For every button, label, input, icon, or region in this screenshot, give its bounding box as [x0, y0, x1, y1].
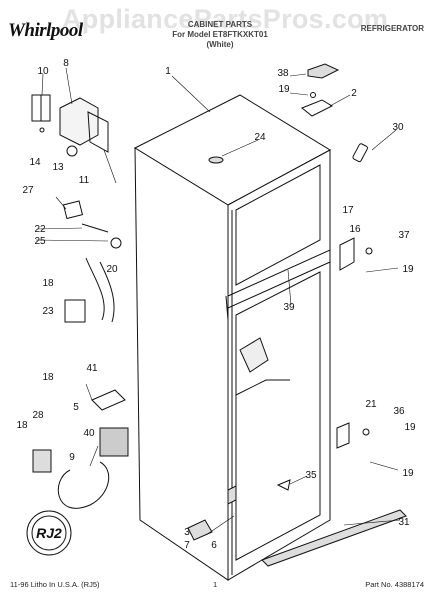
- part-35-hinge-pin: [352, 143, 368, 163]
- callout-number: 17: [342, 205, 354, 216]
- callout-number: 7: [184, 540, 190, 551]
- part-21-wiring: [85, 257, 105, 321]
- part-31-cover: [32, 449, 52, 473]
- callout-number: 11: [79, 175, 90, 186]
- callout-number: 23: [42, 306, 54, 317]
- callout-number: 24: [254, 132, 266, 143]
- part-25-bracket: [64, 299, 86, 323]
- part-19-screw-top: [310, 92, 316, 98]
- model-line: For Model ET8FTKXKT01: [172, 30, 268, 39]
- callout-number: 31: [398, 517, 410, 528]
- footer-page: 1: [213, 580, 218, 589]
- callout-number: 16: [349, 224, 361, 235]
- part-16-hinge: [339, 237, 355, 271]
- part-9-power-cord: [57, 461, 110, 509]
- part-14-screw: [39, 127, 45, 133]
- category-label: REFRIGERATOR: [360, 24, 424, 33]
- watermark-text: AppliancePartsPros.com: [62, 4, 389, 34]
- part-30-light: [62, 200, 84, 220]
- footer-part-no: Part No. 4388174: [365, 580, 424, 589]
- part-3-bracket: [187, 519, 213, 541]
- callout-number: 19: [404, 422, 416, 433]
- callout-number: 18: [42, 372, 54, 383]
- callout-number: 14: [29, 157, 41, 168]
- cabinet-body: [133, 94, 332, 581]
- callout-number: 9: [69, 452, 75, 463]
- model-seal: [26, 510, 72, 556]
- callout-number: 27: [22, 185, 34, 196]
- callout-number: 21: [365, 399, 377, 410]
- callout-number: 13: [52, 162, 64, 173]
- part-38-washer: [362, 428, 370, 436]
- callout-number: 35: [305, 470, 317, 481]
- callout-number: 30: [392, 122, 404, 133]
- callout-number: 2: [351, 88, 357, 99]
- color-line: (White): [206, 40, 234, 49]
- callout-number: 38: [277, 68, 289, 79]
- part-5-clip: [91, 389, 126, 411]
- callout-number: 19: [402, 264, 414, 275]
- part-8-control: [59, 97, 99, 146]
- callout-number: 39: [283, 302, 295, 313]
- part-42-insulation: [99, 427, 129, 457]
- callout-number: 10: [37, 66, 49, 77]
- seal-text: RJ2: [36, 525, 62, 541]
- callout-number: 37: [398, 230, 410, 241]
- part-27-cap: [208, 156, 224, 164]
- section-title: CABINET PARTS: [187, 20, 253, 29]
- footer-litho: 11-96 Litho In U.S.A. (RJ5): [10, 580, 100, 589]
- part-24-switch: [81, 223, 109, 233]
- part-40-hinge-cover: [307, 63, 340, 79]
- callout-number: 5: [73, 402, 79, 413]
- callout-number: 40: [83, 428, 95, 439]
- part-2-hinge: [301, 99, 334, 117]
- callout-number: 25: [34, 236, 46, 247]
- callout-number: 22: [34, 224, 46, 235]
- callout-number: 19: [402, 468, 414, 479]
- callout-number: 36: [393, 406, 405, 417]
- part-23-hinge: [336, 422, 350, 449]
- part-28-socket: [110, 237, 122, 249]
- callout-number: 1: [165, 66, 171, 77]
- part-37-clip: [276, 479, 291, 491]
- callout-number: 28: [32, 410, 44, 421]
- part-39-washer: [365, 247, 373, 255]
- callout-number: 18: [42, 278, 54, 289]
- callout-number: 19: [278, 84, 290, 95]
- part-22-housing: [87, 111, 109, 153]
- callout-number: 8: [63, 58, 69, 69]
- part-36-grille: [261, 509, 407, 567]
- callout-number: 18: [16, 420, 28, 431]
- part-11-knob: [66, 145, 78, 157]
- callout-number: 41: [86, 363, 98, 374]
- callout-number: 6: [211, 540, 217, 551]
- brand-logo: Whirlpool: [8, 20, 83, 41]
- callout-number: 20: [106, 264, 118, 275]
- callout-number: 3: [184, 527, 190, 538]
